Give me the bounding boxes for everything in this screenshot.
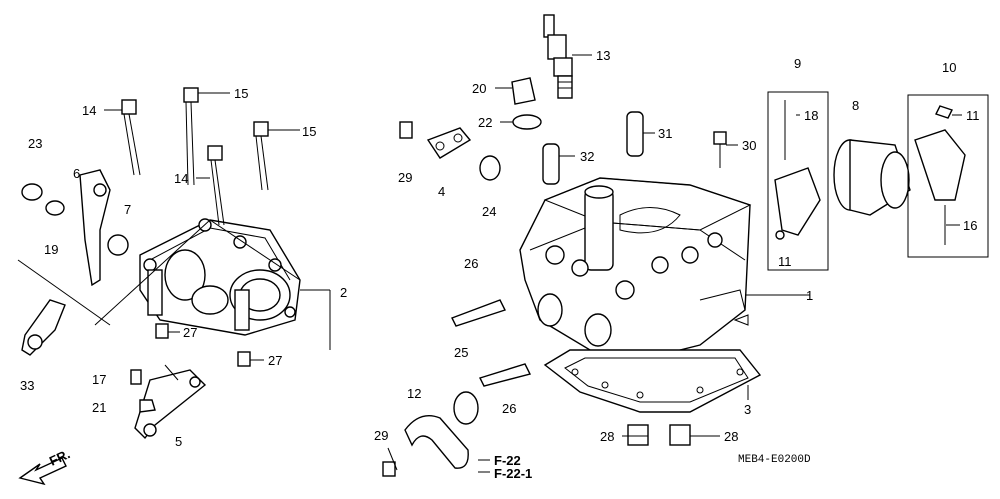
callout-23: 23 — [28, 136, 42, 151]
rocker-arm — [79, 169, 111, 287]
seal-24 — [479, 155, 501, 181]
bolt-29 — [382, 461, 396, 477]
plate-hole — [453, 133, 463, 143]
callout-15: 15 — [234, 86, 248, 101]
callout-7: 7 — [124, 202, 131, 217]
band-9 — [774, 167, 821, 236]
ref-f22-1: F-22-1 — [494, 466, 532, 481]
callout-18: 18 — [804, 108, 818, 123]
seal-20 — [511, 77, 536, 105]
callout-17: 17 — [92, 372, 106, 387]
nut-21 — [139, 399, 156, 413]
valve-guide-31 — [626, 111, 644, 157]
rocker-arm-33-hole — [27, 334, 43, 350]
bolt-17 — [130, 369, 142, 385]
callout-13: 13 — [596, 48, 610, 63]
ref-f22: F-22 — [494, 453, 521, 468]
callout-25: 25 — [454, 345, 468, 360]
o-ring-25 — [453, 391, 479, 425]
callout-4: 4 — [438, 184, 445, 199]
valve-guide-32 — [542, 143, 560, 185]
water-pipe-12 — [404, 415, 469, 469]
head-gasket — [543, 349, 762, 413]
callout-8: 8 — [852, 98, 859, 113]
nut — [21, 183, 43, 201]
band-10 — [914, 129, 966, 201]
callout-1: 1 — [806, 288, 813, 303]
diagram-code: MEB4-E0200D — [738, 454, 811, 466]
dowel-28 — [669, 424, 691, 446]
leader-lines — [104, 54, 962, 473]
front-arrow-icon — [18, 457, 67, 486]
callout-28: 28 — [724, 429, 738, 444]
callout-31: 31 — [658, 126, 672, 141]
plate-hole — [435, 141, 445, 151]
callout-27: 27 — [183, 325, 197, 340]
group-box-9 — [767, 91, 829, 271]
callout-21: 21 — [92, 400, 106, 415]
callout-9: 9 — [794, 56, 801, 71]
plate-4 — [426, 127, 472, 159]
rocker-arm-5 — [134, 369, 207, 440]
bolts-14-15 — [121, 87, 269, 226]
callout-26: 26 — [464, 256, 478, 271]
divider — [17, 259, 111, 326]
cylinder-head — [519, 177, 752, 361]
nut-11 — [935, 105, 953, 119]
callout-6: 6 — [73, 166, 80, 181]
callout-27: 27 — [268, 353, 282, 368]
dowel-pin — [237, 351, 251, 367]
rocker-arm-5-hole — [189, 376, 201, 388]
callout-28: 28 — [600, 429, 614, 444]
rocker-arm-hole — [93, 183, 107, 197]
rocker-arm-5-hole — [143, 423, 157, 437]
callout-12: 12 — [407, 386, 421, 401]
callout-11: 11 — [778, 254, 792, 269]
callout-14: 14 — [82, 103, 96, 118]
rocker-arm-33 — [21, 299, 66, 356]
callout-15: 15 — [302, 124, 316, 139]
callout-20: 20 — [472, 81, 486, 96]
bolt-30 — [713, 131, 727, 145]
callout-labels: 1 2 3 4 5 6 7 8 9 10 11 11 12 13 14 14 1… — [20, 48, 980, 449]
group-box-10 — [907, 94, 989, 258]
washer-22 — [512, 114, 542, 130]
nut-11 — [775, 230, 785, 240]
stud — [164, 364, 179, 381]
callout-19: 19 — [44, 242, 58, 257]
cylinder-head-cover — [139, 218, 301, 336]
bolt-29 — [399, 121, 413, 139]
spark-plug — [543, 14, 573, 99]
front-label: FR. — [47, 446, 72, 468]
clip — [107, 234, 129, 256]
callout-26: 26 — [502, 401, 516, 416]
callout-29: 29 — [398, 170, 412, 185]
dowel-28 — [627, 424, 649, 446]
callout-22: 22 — [478, 115, 492, 130]
callout-16: 16 — [963, 218, 977, 233]
callout-10: 10 — [942, 60, 956, 75]
dowel-pin — [155, 323, 169, 339]
washer — [45, 200, 65, 216]
callout-11: 11 — [966, 108, 980, 123]
callout-32: 32 — [580, 149, 594, 164]
callout-30: 30 — [742, 138, 756, 153]
callout-2: 2 — [340, 285, 347, 300]
stud-26 — [451, 299, 506, 327]
callout-29: 29 — [374, 428, 388, 443]
cover-outline — [94, 219, 301, 326]
stud-26 — [479, 363, 532, 387]
callout-3: 3 — [744, 402, 751, 417]
callout-24: 24 — [482, 204, 496, 219]
insulator-8 — [833, 139, 911, 216]
callout-5: 5 — [175, 434, 182, 449]
callout-33: 33 — [20, 378, 34, 393]
callout-14: 14 — [174, 171, 188, 186]
